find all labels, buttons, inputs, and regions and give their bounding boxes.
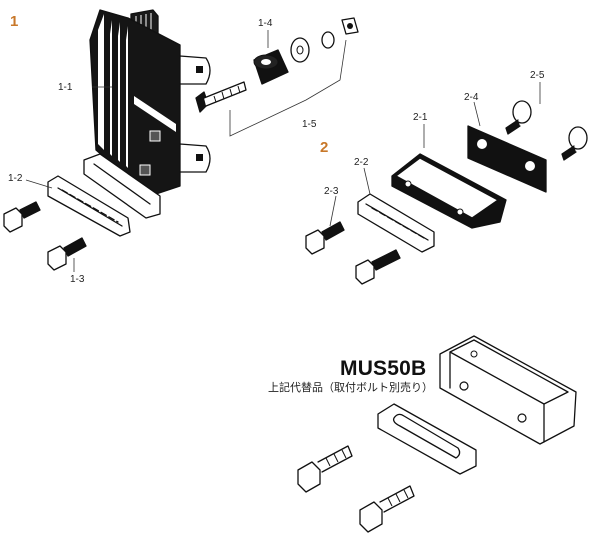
- bracket-2-1: [391, 153, 507, 229]
- screw-washer-2-5: [505, 100, 588, 161]
- group-2-label: 2: [320, 139, 328, 156]
- latch-body-1-1: [83, 9, 211, 219]
- replacement-model-title: MUS50B: [340, 357, 427, 380]
- group-1-label: 1: [10, 13, 18, 30]
- hardware-set-1-5: [195, 17, 359, 113]
- label-2-3: 2-3: [324, 186, 339, 197]
- label-1-3: 1-3: [70, 274, 85, 285]
- strike-plate-1-2: [47, 175, 131, 237]
- label-2-4: 2-4: [464, 92, 479, 103]
- bolt-2-3: [305, 221, 401, 285]
- replacement-strike-plate: [377, 403, 477, 475]
- replacement-bolts: [297, 445, 415, 533]
- label-1-4: 1-4: [258, 18, 273, 29]
- label-1-2: 1-2: [8, 173, 23, 184]
- label-2-5: 2-5: [530, 70, 545, 81]
- bolt-1-3: [3, 201, 87, 271]
- label-1-5: 1-5: [302, 119, 317, 130]
- replacement-note: 上記代替品（取付ボルト別売り）: [268, 381, 433, 394]
- replacement-bracket: [439, 335, 577, 445]
- label-1-1: 1-1: [58, 82, 73, 93]
- spacer-nut-1-4: [253, 49, 289, 85]
- label-2-1: 2-1: [413, 112, 428, 123]
- mounting-plate-2-4: [467, 125, 547, 193]
- label-2-2: 2-2: [354, 157, 369, 168]
